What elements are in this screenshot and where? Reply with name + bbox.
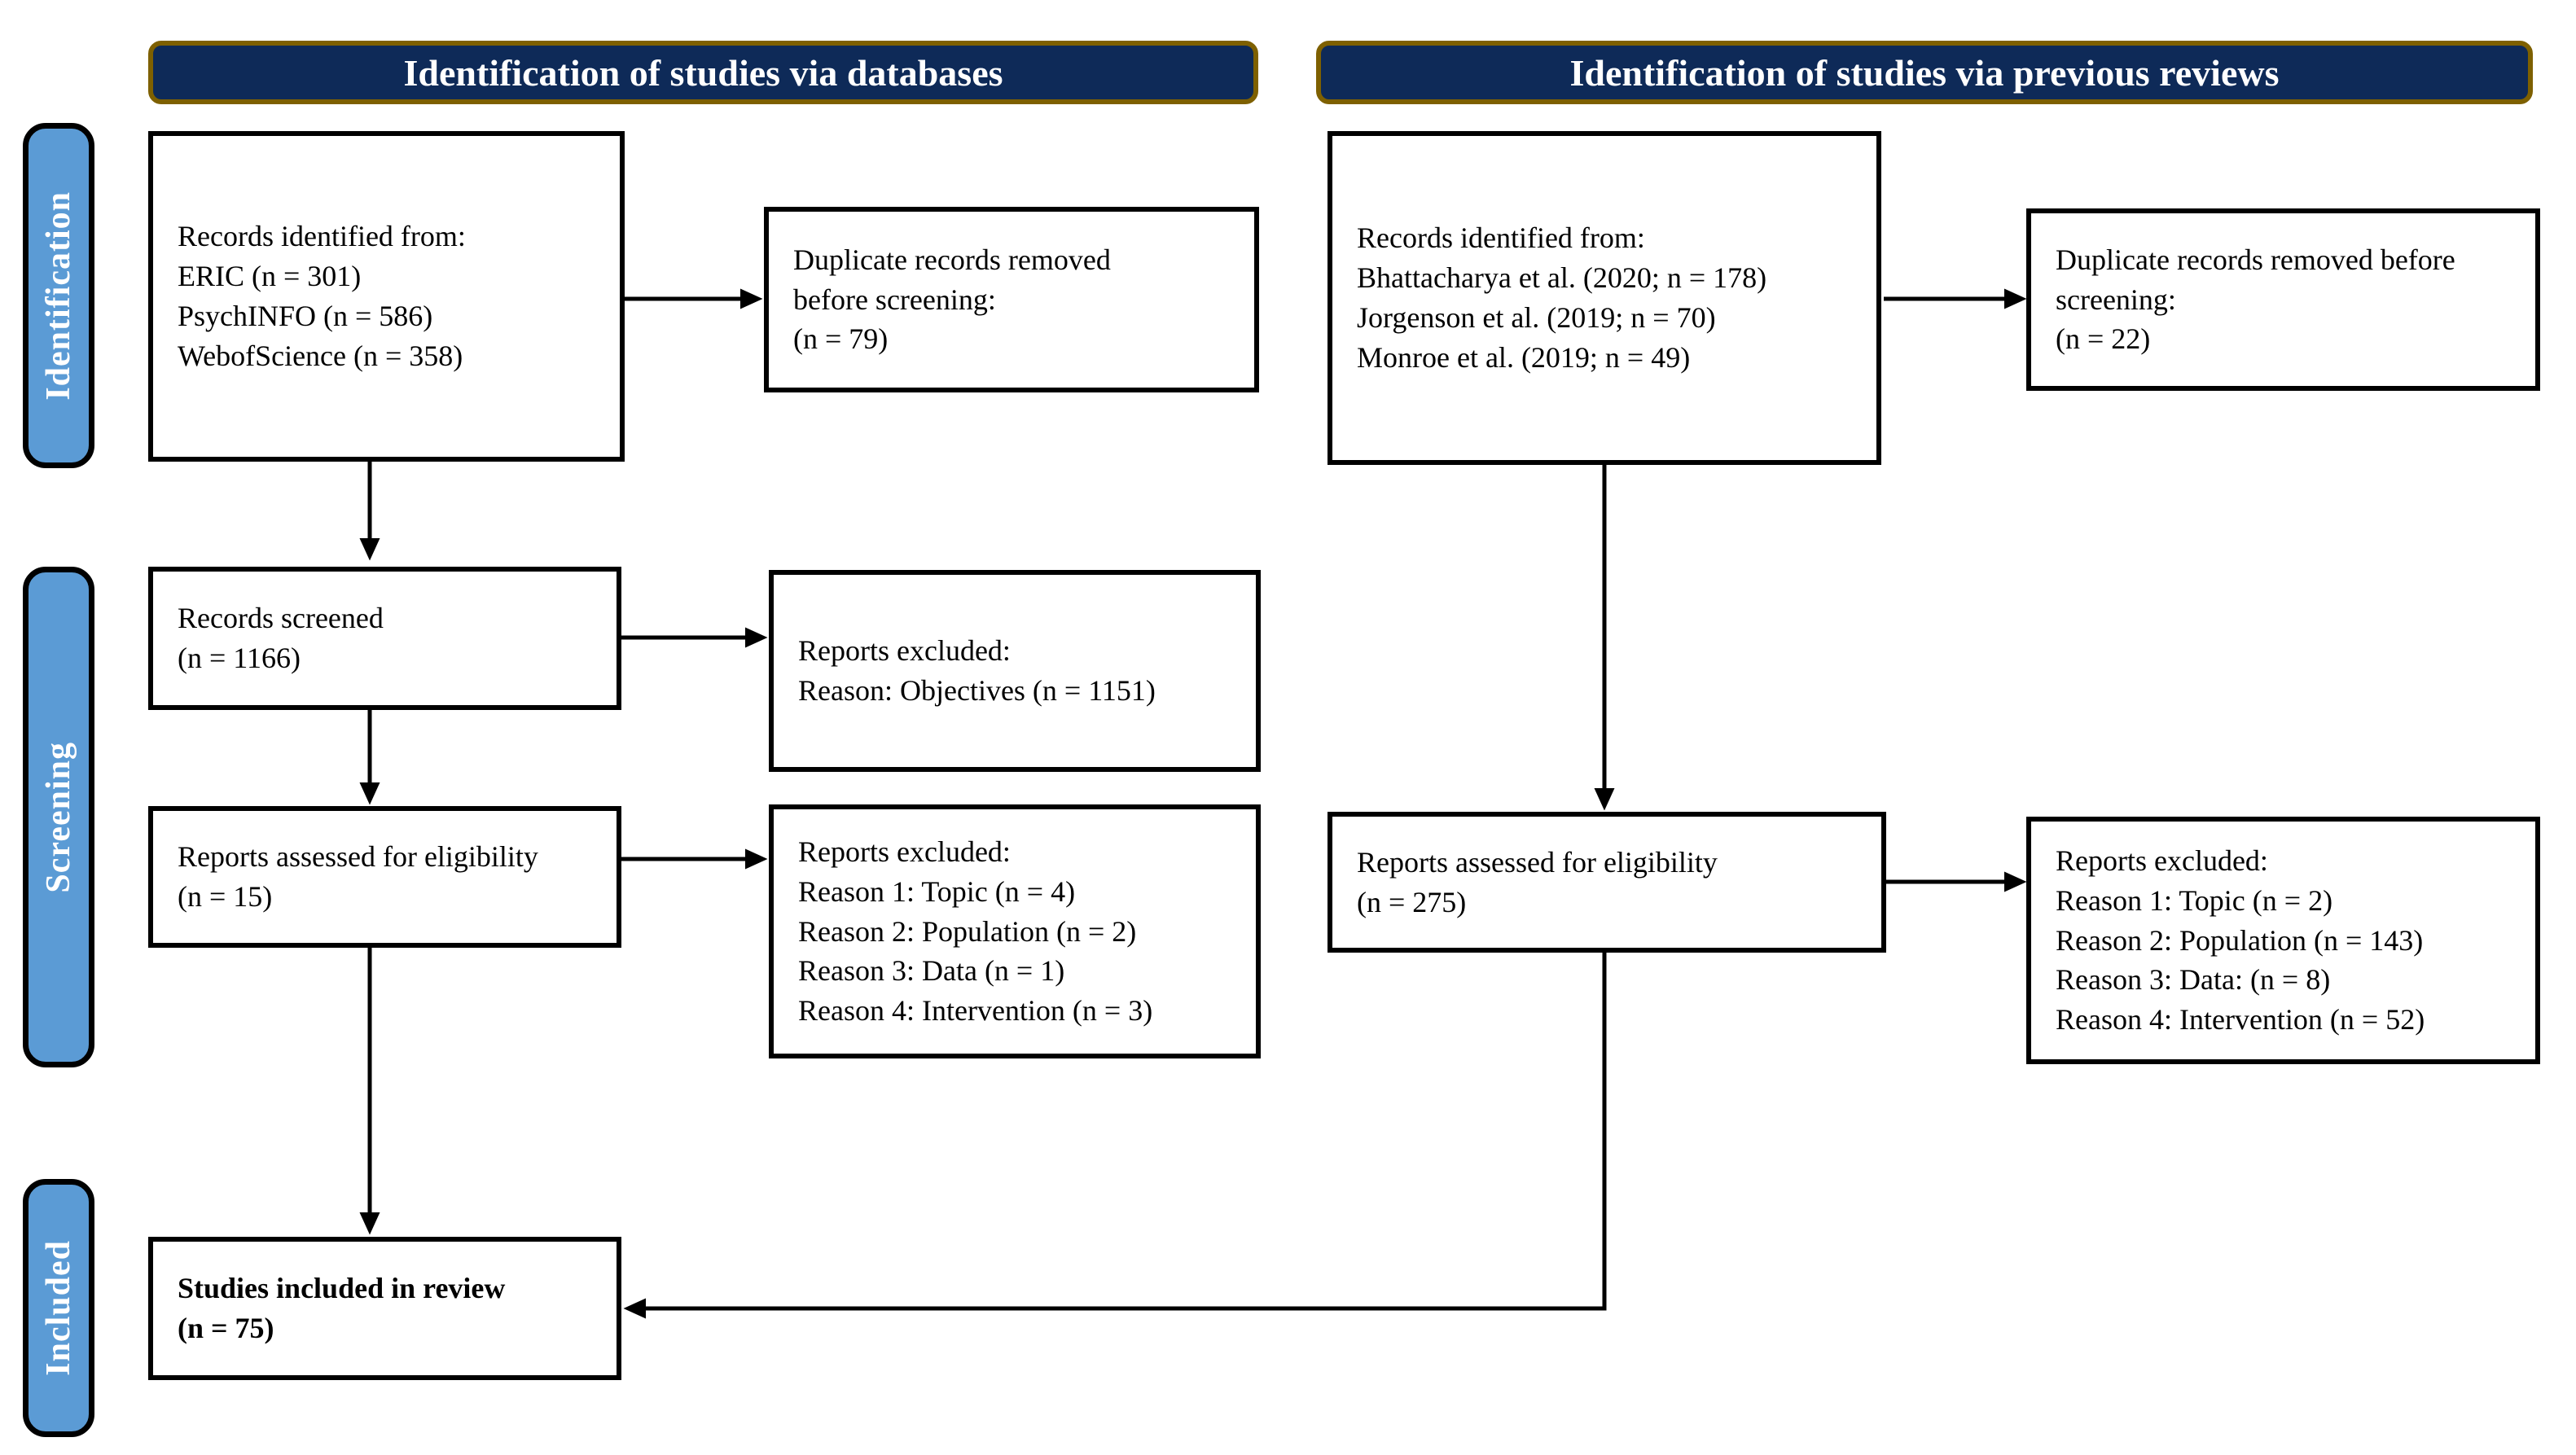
box-db-records-screened-text: Records screened (n = 1166) xyxy=(178,602,384,674)
box-db-reports-assessed-text: Reports assessed for eligibility (n = 15… xyxy=(178,840,538,913)
header-previous-reviews: Identification of studies via previous r… xyxy=(1316,41,2533,104)
stage-screening: Screening xyxy=(23,567,94,1067)
stage-included: Included xyxy=(23,1179,94,1437)
stage-identification-label: Identification xyxy=(40,191,77,401)
box-rev-reports-excluded-eligibility: Reports excluded: Reason 1: Topic (n = 2… xyxy=(2026,817,2540,1064)
box-db-reports-excluded-eligibility-text: Reports excluded: Reason 1: Topic (n = 4… xyxy=(798,835,1153,1028)
stage-screening-label: Screening xyxy=(40,741,77,893)
box-rev-reports-assessed-text: Reports assessed for eligibility (n = 27… xyxy=(1357,845,1718,918)
box-db-duplicates-removed-text: Duplicate records removed before screeni… xyxy=(793,243,1111,356)
box-studies-included: Studies included in review (n = 75) xyxy=(148,1237,621,1380)
box-db-reports-assessed: Reports assessed for eligibility (n = 15… xyxy=(148,806,621,948)
box-rev-reports-excluded-eligibility-text: Reports excluded: Reason 1: Topic (n = 2… xyxy=(2056,844,2425,1036)
box-db-records-identified: Records identified from: ERIC (n = 301) … xyxy=(148,131,625,462)
box-rev-records-identified: Records identified from: Bhattacharya et… xyxy=(1327,131,1881,465)
stage-included-label: Included xyxy=(40,1240,77,1376)
box-rev-duplicates-removed-text: Duplicate records removed before screeni… xyxy=(2056,243,2455,356)
stage-identification: Identification xyxy=(23,123,94,468)
box-db-reports-excluded-eligibility: Reports excluded: Reason 1: Topic (n = 4… xyxy=(769,804,1261,1058)
header-previous-reviews-label: Identification of studies via previous r… xyxy=(1569,51,2280,94)
box-rev-reports-assessed: Reports assessed for eligibility (n = 27… xyxy=(1327,812,1886,953)
box-rev-records-identified-text: Records identified from: Bhattacharya et… xyxy=(1357,221,1767,374)
header-databases-label: Identification of studies via databases xyxy=(403,51,1003,94)
box-db-records-identified-text: Records identified from: ERIC (n = 301) … xyxy=(178,220,466,372)
box-db-records-screened: Records screened (n = 1166) xyxy=(148,567,621,710)
box-db-reports-excluded-screening-text: Reports excluded: Reason: Objectives (n … xyxy=(798,634,1156,707)
header-databases: Identification of studies via databases xyxy=(148,41,1258,104)
box-db-duplicates-removed: Duplicate records removed before screeni… xyxy=(764,207,1259,392)
box-db-reports-excluded-screening: Reports excluded: Reason: Objectives (n … xyxy=(769,570,1261,772)
box-rev-duplicates-removed: Duplicate records removed before screeni… xyxy=(2026,208,2540,391)
box-studies-included-text: Studies included in review (n = 75) xyxy=(178,1272,506,1344)
